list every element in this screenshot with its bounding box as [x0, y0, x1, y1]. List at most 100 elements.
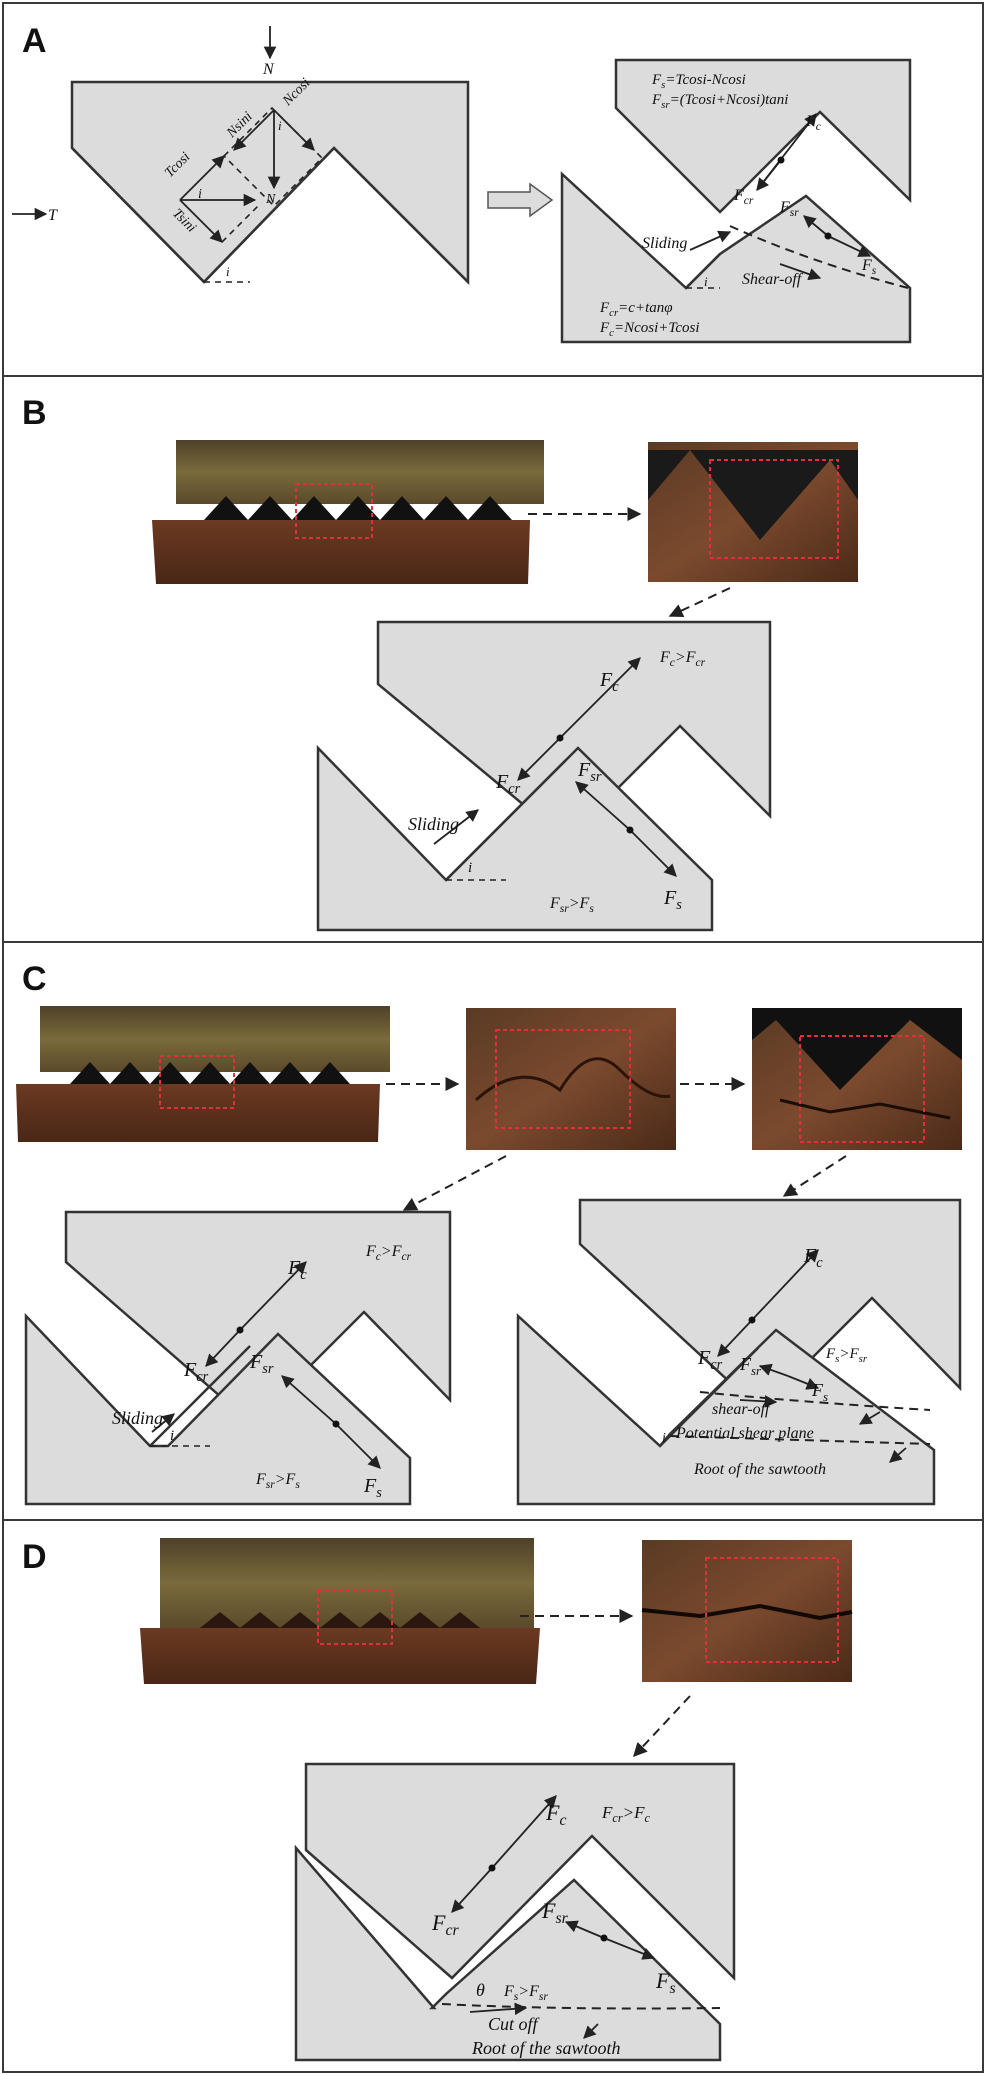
panel-d: D Fc Fcr Fsr Fs Fcr>Fc Fs>Fsr [2, 1519, 984, 2073]
fs-arrow-d [603, 1937, 656, 1960]
cond-top-c1-f: F [365, 1243, 376, 1260]
fcr-arrow-b [517, 737, 561, 781]
eq-fc-rest: =Ncosi+Tcosi [614, 320, 700, 336]
fsr-d-sub: sr [555, 1910, 568, 1927]
label-t: T [48, 207, 58, 224]
decomposition-dash-2 [221, 205, 259, 243]
cond-bot-b: Fsr>Fs [549, 895, 594, 915]
dot-a1 [777, 156, 785, 164]
fs-c1-sub: s [376, 1485, 382, 1501]
cond-bot-c1-mid: >F [275, 1471, 296, 1488]
panel-a: A N T Tcosi Tsini Nsini Ncosi i i N i [2, 2, 984, 377]
fc-c1-sub: c [300, 1267, 307, 1283]
fsr-arrow-d [564, 1920, 605, 1939]
cond-top-b-s1: c [670, 657, 675, 669]
lower-block-d [294, 1844, 722, 2062]
dot-c2a [748, 1316, 756, 1324]
dot-b2 [626, 826, 634, 834]
potential-arrow-c2 [858, 1411, 881, 1425]
zoom-bg-d [642, 1540, 852, 1682]
fsr-c2-sub: sr [751, 1363, 762, 1378]
teeth-c [70, 1062, 350, 1084]
cond-top-b-f: F [659, 649, 670, 666]
dot-d1 [488, 1864, 496, 1872]
fs-label-b: Fs [663, 887, 682, 913]
fcr-b-f: F [495, 771, 509, 793]
fc-d-f: F [545, 1800, 560, 1825]
fs-arrow-c2 [787, 1375, 820, 1390]
fcr-arrow-a [756, 159, 782, 191]
eq-fs: Fs=Tcosi-Ncosi [651, 72, 746, 91]
down-arrow-c2 [782, 1155, 847, 1197]
fsr-arrow-c2 [758, 1363, 789, 1377]
sliding-arrow-a [689, 230, 732, 251]
zoom-teeth-c2 [752, 1008, 962, 1090]
specimen-top-b [176, 440, 544, 504]
fcr-b-sub: cr [508, 781, 520, 797]
root-label-d: Root of the sawtooth [471, 2038, 621, 2058]
zoom-photo-d [641, 1540, 853, 1682]
fc-label-c2: Fc [803, 1245, 823, 1271]
fcr-c2-f: F [697, 1347, 711, 1369]
fc-arrow-c2 [751, 1249, 819, 1321]
label-angle-i-a1: i [198, 187, 202, 202]
sliding-label-c1: Sliding [112, 1408, 163, 1428]
down-arrow-c1 [402, 1155, 507, 1211]
angle-theta-d: θ [476, 1980, 485, 2000]
label-angle-i-a4: i [704, 274, 708, 289]
contact-edge-c2 [659, 1347, 759, 1447]
teeth-b [204, 496, 512, 520]
fc-c2-f: F [803, 1245, 817, 1267]
zoom-crack-c1 [474, 1057, 671, 1102]
cond-c2-mid: >F [839, 1346, 859, 1362]
cond-c2-f: F [825, 1346, 836, 1362]
fcr-d-sub: cr [445, 1922, 459, 1939]
zoom-photo-c2 [752, 1008, 962, 1150]
fsr-a-sub: sr [790, 207, 799, 219]
label-angle-i-a2: i [278, 118, 282, 133]
fsr-label-c2: Fsr [739, 1354, 762, 1378]
sliding-label-b: Sliding [408, 814, 459, 834]
root-arrow-d [583, 2023, 599, 2039]
cond-top-c1-s1: c [376, 1251, 381, 1263]
cond-top-d: Fcr>Fc [601, 1803, 650, 1825]
eq-fsr-sub: sr [661, 99, 670, 111]
zoom-crack-d [641, 1603, 853, 1621]
shear-off-arrow-a [779, 263, 822, 281]
fs-label-c1: Fs [363, 1475, 382, 1501]
cond-bot-c1-f: F [255, 1471, 266, 1488]
fs-arrow-c1 [335, 1423, 381, 1469]
panel-c-letter: C [22, 960, 47, 998]
sliding-arrow-b [433, 809, 479, 845]
angle-i-b: i [468, 860, 472, 876]
sliding-arrow-c1 [151, 1413, 175, 1433]
fc-arrow-d [491, 1795, 557, 1869]
zoom-bg-c1 [466, 1008, 676, 1150]
fc-a-f: F [805, 113, 816, 130]
fc-arrow-b [559, 657, 641, 739]
panel-a-letter: A [22, 22, 47, 60]
fsr-c1-f: F [249, 1351, 263, 1373]
eq-fs-f: F [651, 72, 662, 88]
zoom-focus-box-b [709, 459, 839, 559]
fsr-label-a: Fsr [779, 199, 799, 219]
eq-fcr: Fcr=c+tanφ [599, 300, 673, 319]
dot-a2 [824, 232, 832, 240]
zoom-focus-box-c1 [495, 1029, 631, 1129]
cond-top-b-s2: cr [695, 657, 705, 669]
cond-bot-b-mid: >F [569, 895, 590, 912]
contact-edge-b [445, 759, 567, 881]
fcr-arrow-c1 [205, 1329, 241, 1367]
root-label-c2: Root of the sawtooth [693, 1461, 826, 1478]
fsr-c2-f: F [739, 1354, 752, 1374]
panel-b-letter: B [22, 394, 47, 432]
eq-fsr: Fsr=(Tcosi+Ncosi)tani [651, 92, 788, 111]
label-n-result: N [265, 192, 276, 207]
focus-box-d [317, 1589, 393, 1645]
fcr-arrow-c2 [717, 1319, 753, 1357]
eq-fcr-rest: =c+tanφ [618, 300, 672, 316]
zoom-focus-box-d [705, 1557, 839, 1663]
fcr-arrow-d [451, 1867, 493, 1913]
fcr-label-d: Fcr [431, 1910, 459, 1939]
